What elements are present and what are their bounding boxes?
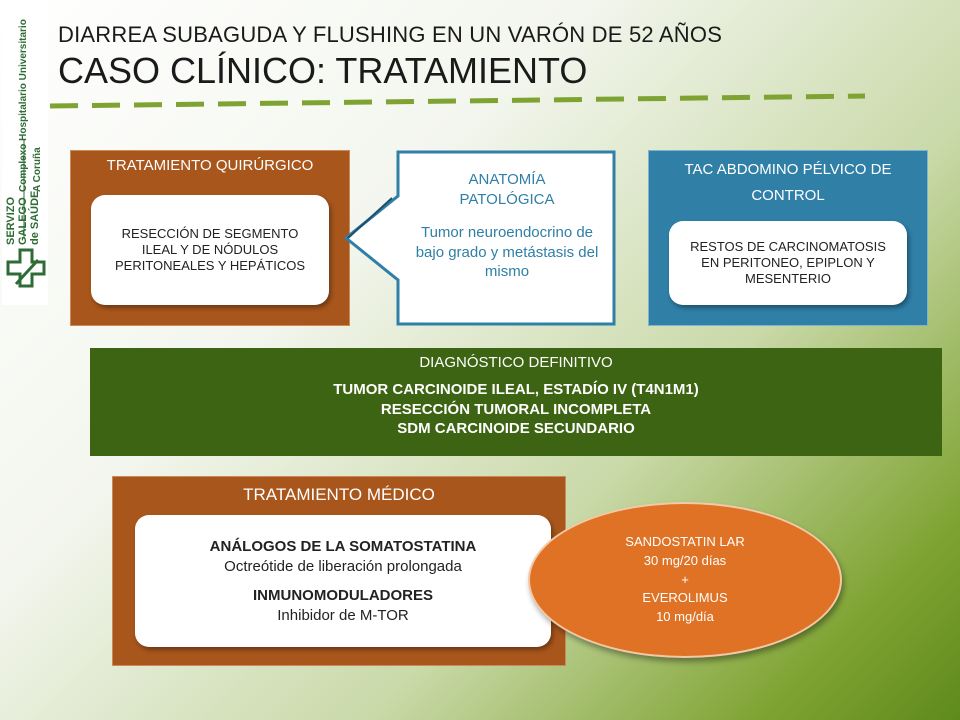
medical-treatment-heading: TRATAMIENTO MÉDICO <box>243 485 435 504</box>
ct-control-text: RESTOS DE CARCINOMATOSIS EN PERITONEO, E… <box>690 238 886 287</box>
somatostatin-title: ANÁLOGOS DE LA SOMATOSTATINA <box>209 538 477 555</box>
cross-icon <box>6 248 46 288</box>
diagnosis-heading: DIAGNÓSTICO DEFINITIVO <box>419 354 613 371</box>
dosing-oval: SANDOSTATIN LAR 30 mg/20 días + EVEROLIM… <box>528 502 842 658</box>
surgical-treatment-text: RESECCIÓN DE SEGMENTO ILEAL Y DE NÓDULOS… <box>114 225 305 274</box>
dosing-line-5: 10 mg/día <box>656 609 714 625</box>
pathology-callout: ANATOMÍA PATOLÓGICA Tumor neuroendocrino… <box>400 150 614 326</box>
medical-treatment-panel: TRATAMIENTO MÉDICO ANÁLOGOS DE LA SOMATO… <box>112 476 566 666</box>
medical-treatment-card: ANÁLOGOS DE LA SOMATOSTATINA Octreótide … <box>135 515 551 647</box>
logo-text-servizo: SERVIZO <box>5 196 17 245</box>
pathology-text: Tumor neuroendocrino de bajo grado y met… <box>415 224 599 280</box>
logo-text-coruna: A Coruña <box>32 147 43 192</box>
surgical-treatment-panel: TRATAMIENTO QUIRÚRGICO RESECCIÓN DE SEGM… <box>70 150 350 326</box>
surgical-treatment-card: RESECCIÓN DE SEGMENTO ILEAL Y DE NÓDULOS… <box>91 195 329 305</box>
logo-graphic: SERVIZO GALEGO de SAÚDE Complexo Hospita… <box>2 0 48 305</box>
title-dash-divider <box>50 93 866 109</box>
diagnosis-line-2: RESECCIÓN TUMORAL INCOMPLETA <box>380 400 652 418</box>
dosing-line-4: EVEROLIMUS <box>642 590 728 606</box>
ct-control-heading: TAC ABDOMINO PÉLVICO DE CONTROL <box>684 161 892 205</box>
dosing-line-3: + <box>681 571 689 587</box>
pathology-callout-shape <box>343 150 616 326</box>
immunomodulators-title: INMUNOMODULADORES <box>253 587 433 604</box>
logo-text-galego: GALEGO <box>17 197 29 245</box>
dosing-line-1: SANDOSTATIN LAR <box>625 533 745 549</box>
logo-text-saude: de SAÚDE <box>28 191 41 245</box>
definitive-diagnosis-panel: DIAGNÓSTICO DEFINITIVO TUMOR CARCINOIDE … <box>90 348 942 456</box>
diagnosis-line-1: TUMOR CARCINOIDE ILEAL, ESTADÍO IV (T4N1… <box>333 381 699 398</box>
dosing-line-2: 30 mg/20 días <box>643 552 727 568</box>
diagnosis-line-3: SDM CARCINOIDE SECUNDARIO <box>397 420 635 437</box>
surgical-treatment-heading: TRATAMIENTO QUIRÚRGICO <box>106 157 314 174</box>
slide-title: CASO CLÍNICO: TRATAMIENTO <box>58 50 588 91</box>
pathology-heading: ANATOMÍA PATOLÓGICA <box>459 171 555 208</box>
immunomodulators-desc: Inhibidor de M-TOR <box>277 606 409 624</box>
ct-control-card: RESTOS DE CARCINOMATOSIS EN PERITONEO, E… <box>669 221 907 305</box>
somatostatin-desc: Octreótide de liberación prolongada <box>224 557 462 575</box>
logo-text-complexo: Complexo Hospitalario Universitario <box>18 19 29 192</box>
ct-control-panel: TAC ABDOMINO PÉLVICO DE CONTROL RESTOS D… <box>648 150 928 326</box>
hospital-logo: SERVIZO GALEGO de SAÚDE Complexo Hospita… <box>0 0 50 305</box>
slide-subtitle: DIARREA SUBAGUDA Y FLUSHING EN UN VARÓN … <box>58 22 723 47</box>
